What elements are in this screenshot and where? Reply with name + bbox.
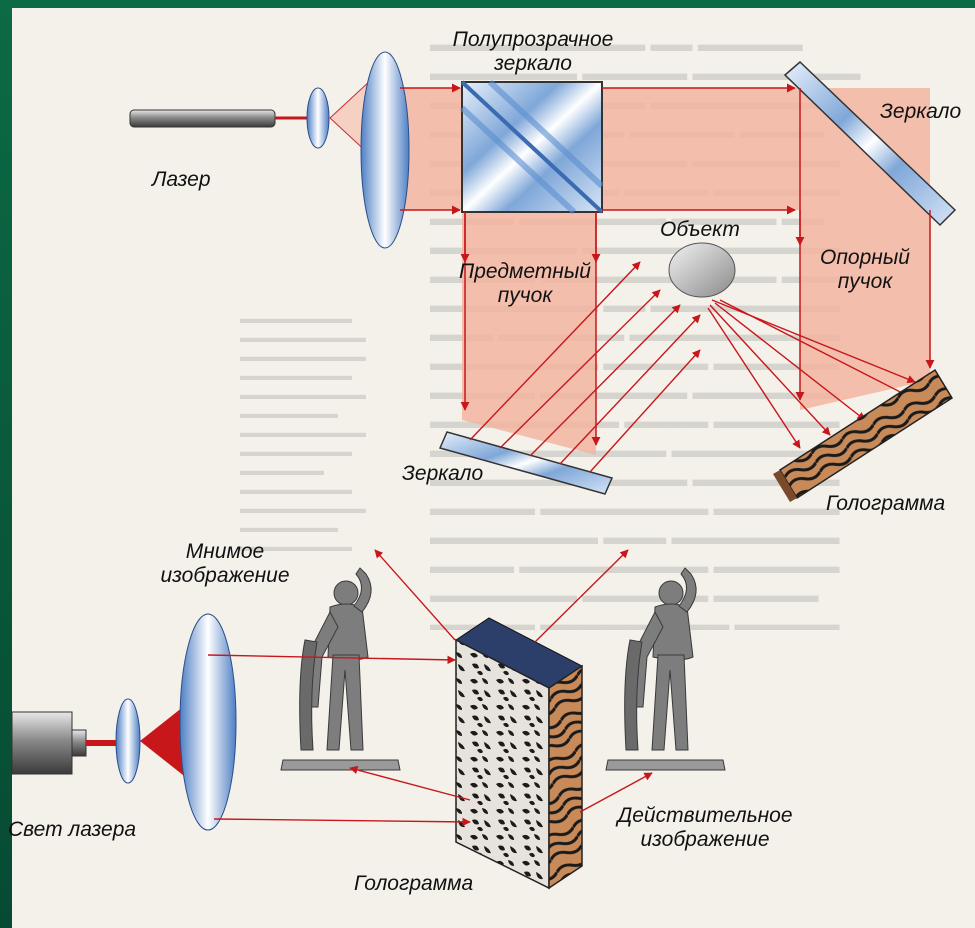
object-label: Объект [660,218,740,242]
laser-label: Лазер [152,168,211,192]
hologram-top-label: Голограмма [826,492,945,516]
real-image-label-line1: Действительное [600,804,810,828]
laser-tube [130,110,275,127]
ray [350,768,470,800]
reconstruction-big-lens [180,614,236,830]
hologram-bottom-label: Голограмма [354,872,473,896]
mirror-top-label: Зеркало [880,100,961,124]
small-lens [307,88,329,148]
object-beam-fill [462,210,596,455]
ray [214,819,470,822]
beam-to-mirror [600,88,800,210]
virtual-image-label-line2: изображение [140,564,310,588]
virtual-image-statue [281,568,400,770]
reconstruction-small-lens [116,699,140,783]
laser-light-label: Свет лазера [8,818,136,842]
mirror-bottom-label: Зеркало [402,462,483,486]
laser-light-nozzle [72,730,86,756]
reference-beam-label-line2: пучок [800,270,930,294]
real-image-statue [606,568,725,770]
ray [708,308,800,448]
object-sphere [669,243,735,297]
semi-mirror-label-line2: зеркало [418,52,648,76]
real-image-label: Действительное изображение [600,804,810,851]
real-image-label-line2: изображение [600,828,810,852]
collimating-lens [361,52,409,248]
semi-mirror-label: Полупрозрачное зеркало [418,28,648,75]
ray [375,550,455,640]
reference-beam-label-line1: Опорный [800,246,930,270]
virtual-image-label: Мнимое изображение [140,540,310,587]
virtual-image-label-line1: Мнимое [140,540,310,564]
reference-beam-label: Опорный пучок [800,246,930,293]
object-beam-label-line1: Предметный [440,260,610,284]
semi-mirror-label-line1: Полупрозрачное [418,28,648,52]
ray [535,550,628,642]
object-beam-label: Предметный пучок [440,260,610,307]
laser-light-source [12,712,72,774]
ray [590,350,700,472]
bottom-hologram-block [456,618,582,888]
object-beam-label-line2: пучок [440,284,610,308]
